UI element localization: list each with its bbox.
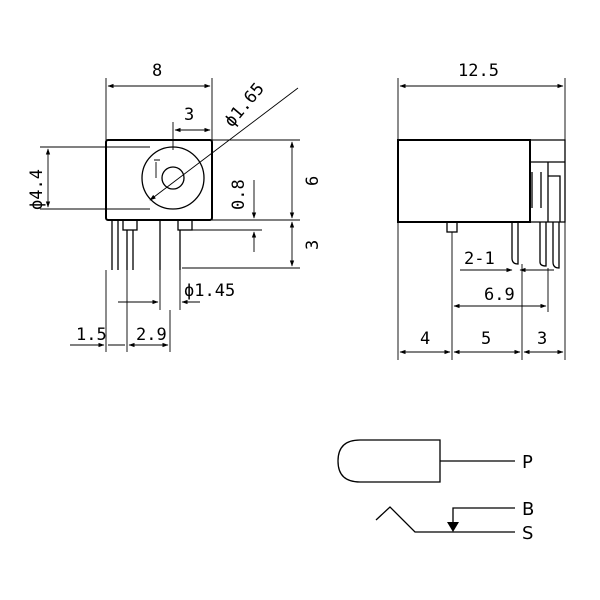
dim-pin-spacing: 1.5 2.9 (70, 270, 171, 352)
dim-pin-height-label: 0.8 (229, 179, 249, 210)
dim-seg1-label: 4 (420, 329, 430, 349)
dim-pin-offset: 6.9 (451, 232, 549, 312)
pin-b-label: B (522, 499, 534, 520)
dim-length-label: 12.5 (458, 61, 499, 81)
dim-pin-dia-label: ϕ1.45 (184, 281, 235, 301)
front-body (105, 139, 213, 221)
pin-b-contact (452, 507, 515, 524)
pin-s-sleeve (375, 506, 515, 533)
pin-p-label: P (522, 452, 533, 473)
dim-hole-offset-label: 3 (184, 105, 194, 125)
dim-seg2-label: 5 (481, 329, 491, 349)
outer-sleeve-circle (141, 146, 205, 210)
inner-hole-circle (161, 166, 185, 190)
dim-body-height: 6 (212, 139, 323, 221)
dim-seg3-label: 3 (537, 329, 547, 349)
dim-length: 12.5 (397, 61, 566, 140)
jack-schematic: P B S (337, 439, 534, 544)
dim-width-label: 8 (152, 61, 162, 81)
dim-body-height-label: 6 (303, 176, 323, 186)
dim-left-pin-label: 1.5 (76, 325, 107, 345)
side-body (397, 139, 531, 223)
dim-pin-length: 3 (182, 221, 323, 269)
front-view: 8 3 ϕ1.65 ϕ4.4 0.8 (27, 61, 323, 352)
dim-pin-dia: ϕ1.45 (118, 270, 235, 310)
dim-pin-group-label: 2-1 (464, 249, 495, 269)
dim-pin-length-label: 3 (303, 240, 323, 250)
dim-hole-offset: 3 (172, 105, 211, 150)
dim-hole-dia-label: ϕ1.65 (221, 79, 269, 131)
dim-outer-dia: ϕ4.4 (27, 146, 150, 210)
dim-pin-offset-label: 6.9 (484, 285, 515, 305)
pin-b-arrow (447, 522, 459, 532)
dim-outer-dia-label: ϕ4.4 (27, 169, 47, 210)
sleeve-detail (154, 159, 160, 178)
dim-segments: 4 5 3 (397, 222, 566, 360)
plug-symbol (337, 439, 441, 483)
side-rear-section (530, 139, 566, 223)
dim-pin-spacing-label: 2.9 (136, 325, 167, 345)
side-tab (446, 221, 458, 233)
side-pins (511, 172, 560, 269)
front-pins (111, 219, 193, 270)
pin-s-label: S (522, 523, 533, 544)
dim-width: 8 (105, 61, 213, 140)
dim-pin-height: 0.8 (192, 179, 262, 252)
side-view: 12.5 2-1 6.9 4 5 3 (397, 61, 566, 360)
dim-pin-group: 2-1 (460, 249, 554, 273)
